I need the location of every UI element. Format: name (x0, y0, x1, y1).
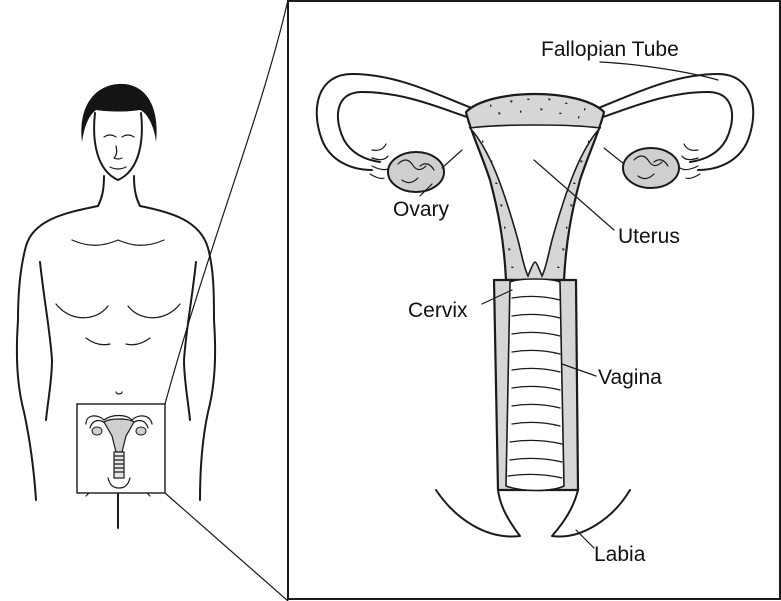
zoom-line-bottom (165, 493, 288, 601)
label-uterus: Uterus (618, 225, 680, 248)
zoom-line-top (165, 0, 288, 404)
label-vagina: Vagina (598, 366, 662, 389)
face (94, 113, 142, 180)
torso-right (184, 262, 196, 420)
body-figure (17, 84, 215, 528)
ovary-right (623, 148, 679, 188)
label-cervix: Cervix (408, 299, 468, 322)
label-fallopian-tube: Fallopian Tube (541, 38, 679, 61)
hair (81, 84, 156, 142)
ovary-left (388, 152, 444, 192)
torso-left (40, 262, 52, 420)
label-labia: Labia (594, 543, 646, 566)
label-ovary: Ovary (393, 198, 450, 221)
